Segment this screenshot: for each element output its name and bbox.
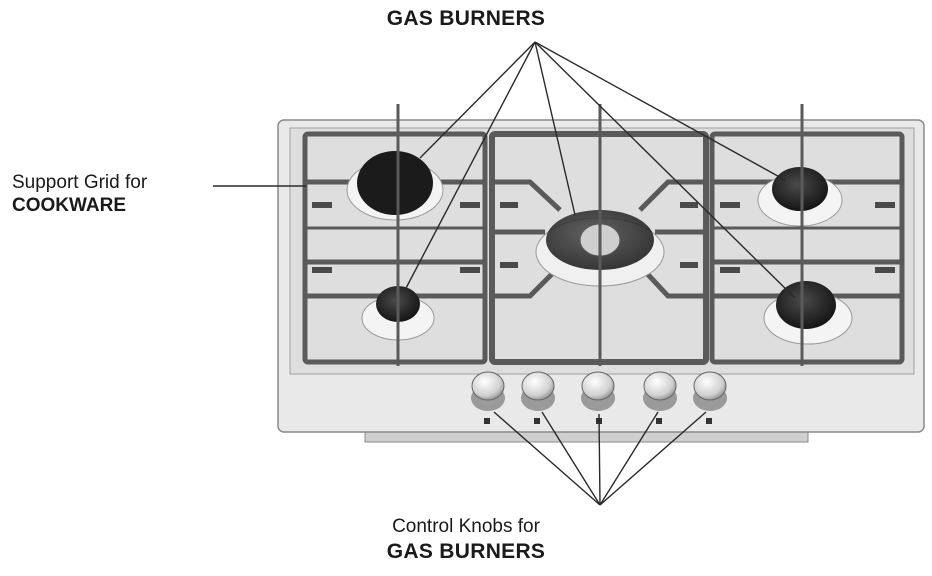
support-grid-label-line1: Support Grid for (12, 172, 148, 193)
support-grid-label-line2: COOKWARE (12, 194, 126, 216)
control-knobs-label-line2: GAS BURNERS (386, 539, 546, 563)
gas-burner-leader-lines (404, 41, 796, 299)
control-knobs-label: Control Knobs for GAS BURNERS (0, 516, 932, 564)
control-knob-leader-lines (493, 411, 707, 506)
gas-burners-title: GAS BURNERS (386, 7, 546, 30)
knob-icon (471, 371, 727, 424)
support-grid-label: Support Grid for COOKWARE (12, 172, 147, 218)
control-knobs-label-line1: Control Knobs for (392, 516, 540, 537)
